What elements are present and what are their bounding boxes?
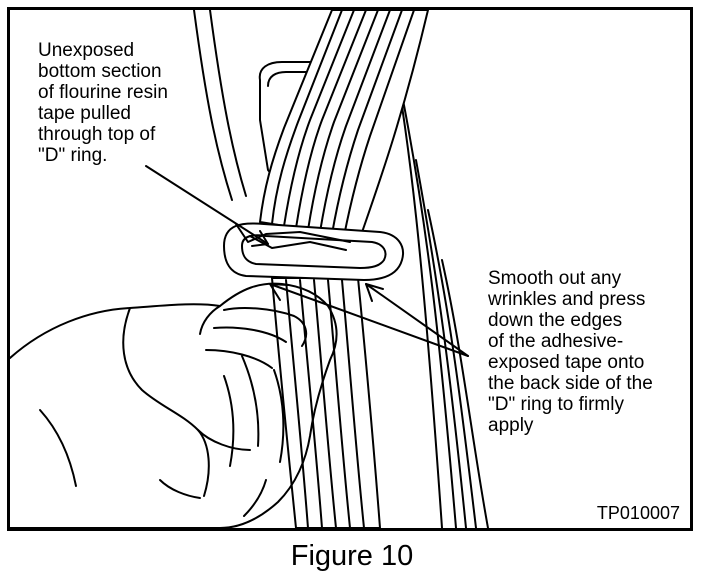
callout-tape-note: Unexposed bottom section of flourine res… [38,40,168,166]
leader-lines [145,165,469,357]
d-ring-illustration [10,10,489,528]
callout-smooth-note: Smooth out any wrinkles and press down t… [488,268,653,436]
seat-belt-upper [259,10,429,239]
figure-code: TP010007 [596,503,680,523]
illustration-frame: Unexposed bottom section of flourine res… [7,7,693,531]
d-ring [223,222,404,281]
figure-caption: Figure 10 [290,540,414,572]
